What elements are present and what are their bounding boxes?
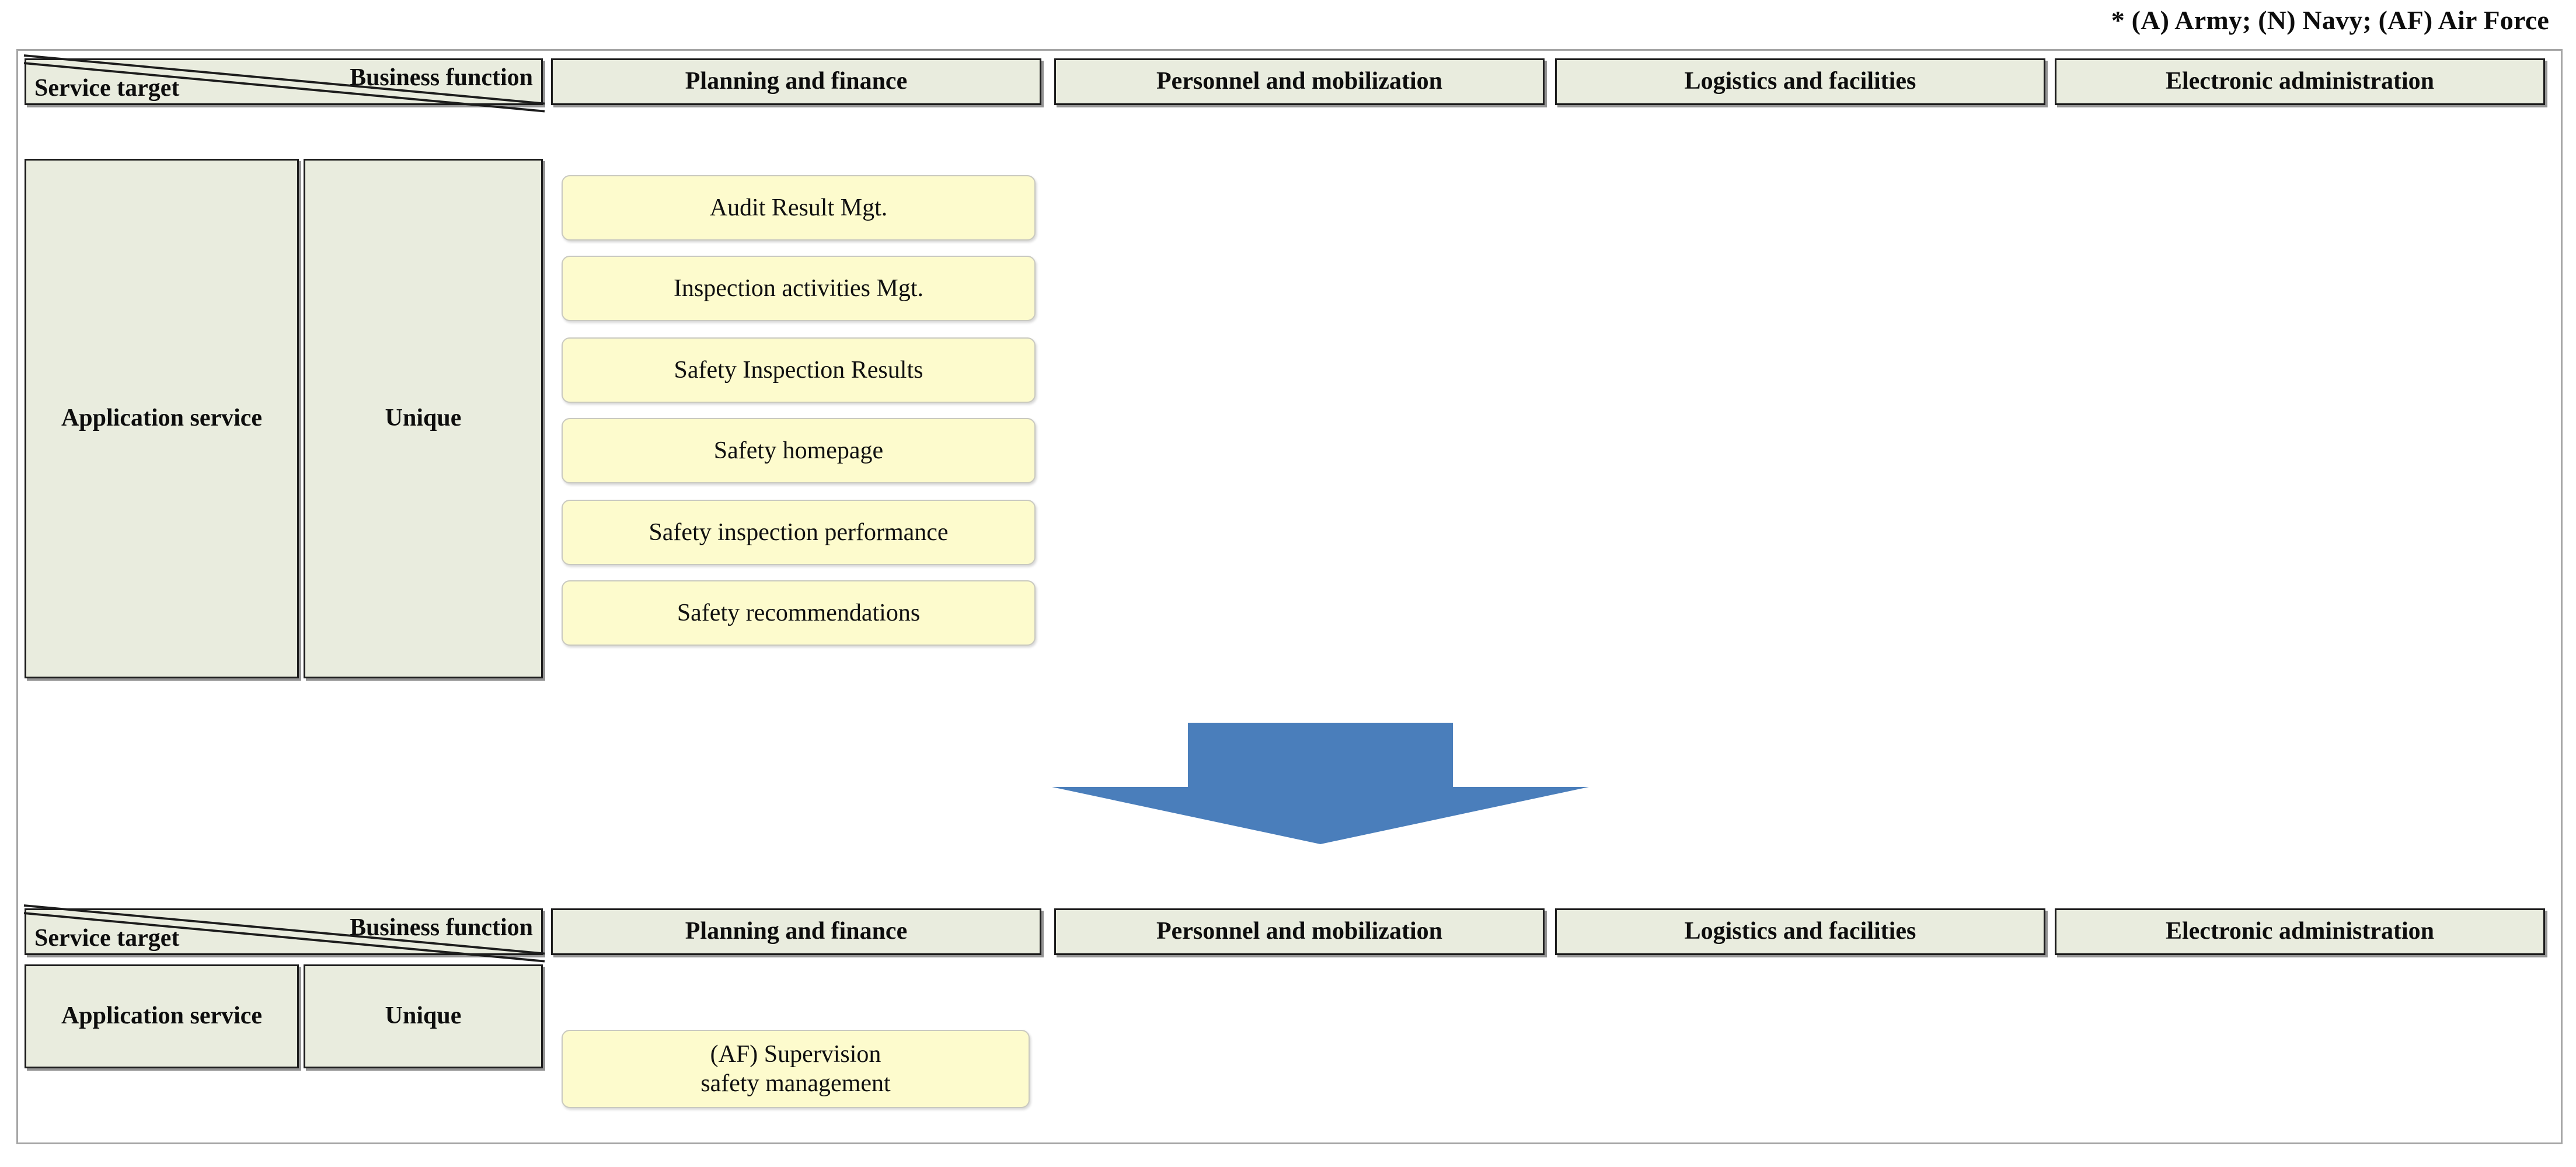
business-function-header-logistics-bottom: Logistics and facilities xyxy=(1555,908,2045,955)
header-label: Planning and finance xyxy=(685,918,908,945)
business-function-header-personnel-top: Personnel and mobilization xyxy=(1054,58,1545,105)
header-label: Personnel and mobilization xyxy=(1156,918,1443,945)
service-item-box[interactable]: Safety homepage xyxy=(562,418,1036,483)
business-function-label: Business function xyxy=(350,64,533,91)
header-label: Logistics and facilities xyxy=(1684,68,1916,95)
business-function-header-personnel-bottom: Personnel and mobilization xyxy=(1054,908,1545,955)
service-target-application-service-bottom: Application service xyxy=(25,964,299,1068)
business-function-label: Business function xyxy=(350,914,533,941)
legend-note: * (A) Army; (N) Navy; (AF) Air Force xyxy=(2111,5,2549,35)
service-item-label-line1: (AF) Supervision xyxy=(710,1040,881,1068)
service-item-box[interactable]: Safety Inspection Results xyxy=(562,337,1036,403)
corner-header-top: Business function Service target xyxy=(23,54,545,113)
service-item-box[interactable]: Safety inspection performance xyxy=(562,500,1036,565)
service-target-label: Service target xyxy=(34,75,180,102)
business-function-header-planning-top: Planning and finance xyxy=(551,58,1041,105)
service-item-box-consolidated[interactable]: (AF) Supervision safety management xyxy=(562,1030,1030,1108)
down-arrow-icon xyxy=(1052,723,1589,844)
service-target-label-text: Application service xyxy=(61,405,263,432)
service-target-unique-bottom: Unique xyxy=(304,964,543,1068)
diagonal-divider-icon xyxy=(23,54,545,113)
service-item-box[interactable]: Audit Result Mgt. xyxy=(562,175,1036,241)
service-item-label: Safety inspection performance xyxy=(649,518,949,546)
header-label: Logistics and facilities xyxy=(1684,918,1916,945)
business-function-header-electronic-top: Electronic administration xyxy=(2055,58,2545,105)
business-function-header-logistics-top: Logistics and facilities xyxy=(1555,58,2045,105)
header-label: Electronic administration xyxy=(2165,68,2435,95)
service-target-label-text: Unique xyxy=(385,405,462,432)
service-target-label-text: Application service xyxy=(61,1002,263,1030)
service-target-label-text: Unique xyxy=(385,1002,462,1030)
service-item-box[interactable]: Safety recommendations xyxy=(562,580,1036,646)
corner-header-bottom: Business function Service target xyxy=(23,904,545,963)
service-target-unique-top: Unique xyxy=(304,159,543,678)
service-item-label: Safety Inspection Results xyxy=(674,356,923,384)
diagonal-divider-icon xyxy=(23,904,545,963)
service-item-label: Safety homepage xyxy=(713,437,884,464)
business-function-header-electronic-bottom: Electronic administration xyxy=(2055,908,2545,955)
service-item-label: Audit Result Mgt. xyxy=(709,194,888,221)
service-item-label: Safety recommendations xyxy=(677,599,921,626)
service-item-label-line2: safety management xyxy=(700,1070,891,1097)
business-function-header-planning-bottom: Planning and finance xyxy=(551,908,1041,955)
service-item-label: Inspection activities Mgt. xyxy=(673,274,924,302)
header-label: Planning and finance xyxy=(685,68,908,95)
service-item-box[interactable]: Inspection activities Mgt. xyxy=(562,256,1036,321)
header-label: Personnel and mobilization xyxy=(1156,68,1443,95)
header-label: Electronic administration xyxy=(2165,918,2435,945)
service-target-application-service-top: Application service xyxy=(25,159,299,678)
service-target-label: Service target xyxy=(34,925,180,952)
